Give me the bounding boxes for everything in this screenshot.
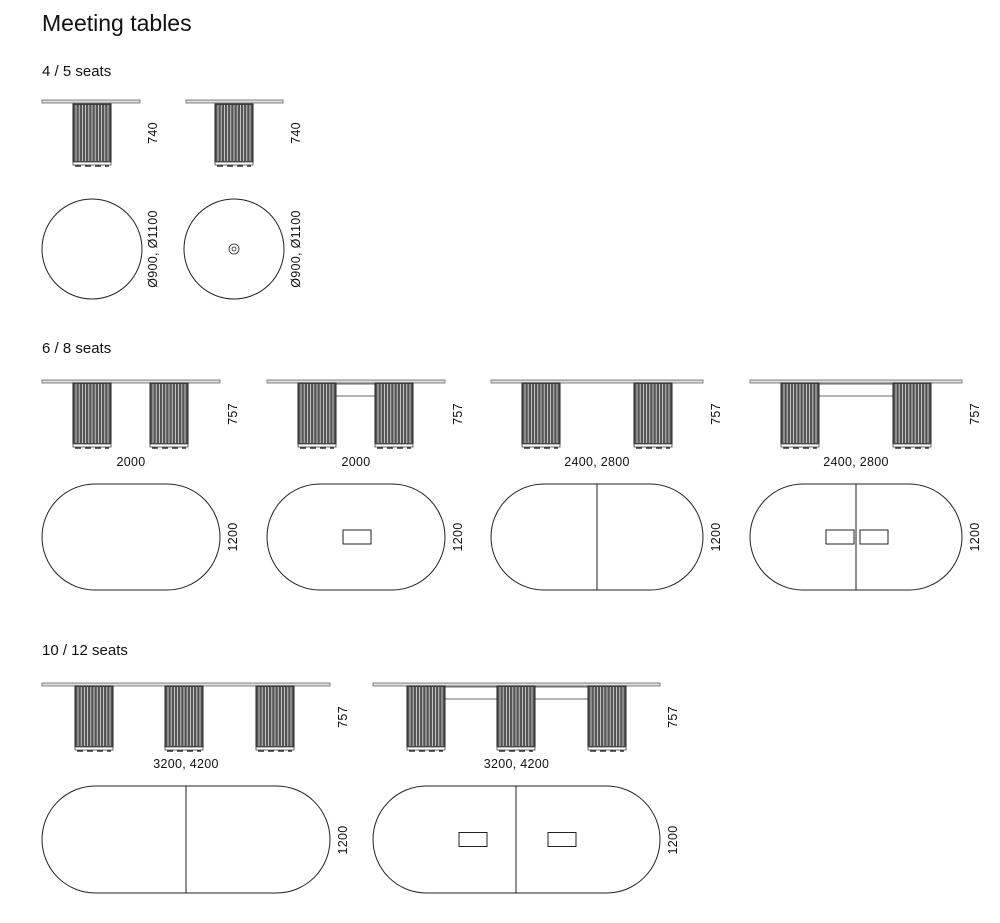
width-dimension: 2000: [116, 455, 146, 469]
pedestal: [74, 685, 114, 752]
power-box-icon: [342, 529, 372, 545]
pedestal-base: [74, 746, 114, 751]
cable-grommet-icon: [231, 246, 237, 252]
pedestal: [587, 685, 627, 752]
pedestal-base: [374, 443, 414, 448]
depth-dimension: 1200: [226, 522, 240, 552]
depth-dimension: 1200: [451, 522, 465, 552]
pedestal-base: [164, 746, 204, 751]
power-box-icon: [458, 832, 488, 847]
height-dimension: 757: [336, 706, 350, 728]
oval-table-top-view: [266, 483, 446, 591]
pedestal: [149, 382, 189, 449]
cable-tray: [818, 383, 894, 397]
pedestal: [374, 382, 414, 449]
section-title-10-12-seats: 10 / 12 seats: [42, 642, 128, 659]
depth-dimension: 1200: [968, 522, 982, 552]
height-dimension: 757: [968, 403, 982, 425]
height-dimension: 740: [289, 122, 303, 144]
pedestal: [633, 382, 673, 449]
pedestal-base: [633, 443, 673, 448]
cable-grommet-icon: [228, 243, 240, 255]
section-title-4-5-seats: 4 / 5 seats: [42, 63, 112, 80]
height-dimension: 740: [146, 122, 160, 144]
height-dimension: 757: [226, 403, 240, 425]
cable-tray: [335, 383, 376, 397]
pedestal-base: [214, 161, 254, 166]
page-title: Meeting tables: [42, 10, 192, 36]
pedestal: [164, 685, 204, 752]
width-dimension: 2400, 2800: [823, 455, 889, 469]
pedestal: [496, 685, 536, 752]
pedestal-base: [255, 746, 295, 751]
cable-tray: [444, 686, 498, 700]
width-dimension: 3200, 4200: [153, 757, 219, 771]
power-box-icon: [859, 529, 889, 545]
pedestal: [892, 382, 932, 449]
pedestal: [72, 382, 112, 449]
table-top-side: [185, 99, 284, 104]
table-top-side: [490, 379, 704, 384]
pedestal-base: [892, 443, 932, 448]
pedestal-base: [521, 443, 561, 448]
pedestal-base: [149, 443, 189, 448]
table-top-side: [749, 379, 963, 384]
pedestal-base: [72, 161, 112, 166]
pedestal: [780, 382, 820, 449]
pedestal: [214, 103, 254, 167]
width-dimension: 2000: [341, 455, 371, 469]
depth-dimension: 1200: [666, 824, 680, 855]
pedestal: [521, 382, 561, 449]
cable-tray: [534, 686, 589, 700]
diameter-dimension: Ø900, Ø1100: [289, 210, 303, 288]
power-box-icon: [547, 832, 577, 847]
round-table-top-view: [183, 198, 285, 300]
depth-dimension: 1200: [336, 824, 350, 855]
round-table-top-view: [41, 198, 143, 300]
depth-dimension: 1200: [709, 522, 723, 552]
pedestal: [72, 103, 112, 167]
height-dimension: 757: [451, 403, 465, 425]
pedestal-base: [72, 443, 112, 448]
table-top-side: [266, 379, 446, 384]
width-dimension: 2400, 2800: [564, 455, 630, 469]
diameter-dimension: Ø900, Ø1100: [146, 210, 160, 288]
height-dimension: 757: [709, 403, 723, 425]
pedestal: [406, 685, 446, 752]
pedestal-base: [587, 746, 627, 751]
height-dimension: 757: [666, 706, 680, 728]
power-box-icon: [825, 529, 855, 545]
pedestal-base: [406, 746, 446, 751]
pedestal-base: [780, 443, 820, 448]
table-top-side: [41, 99, 141, 104]
section-title-6-8-seats: 6 / 8 seats: [42, 340, 112, 357]
pedestal: [255, 685, 295, 752]
pedestal: [297, 382, 337, 449]
pedestal-base: [297, 443, 337, 448]
oval-table-top-view: [41, 483, 221, 591]
table-top-side: [41, 379, 221, 384]
width-dimension: 3200, 4200: [483, 757, 550, 771]
pedestal-base: [496, 746, 536, 751]
